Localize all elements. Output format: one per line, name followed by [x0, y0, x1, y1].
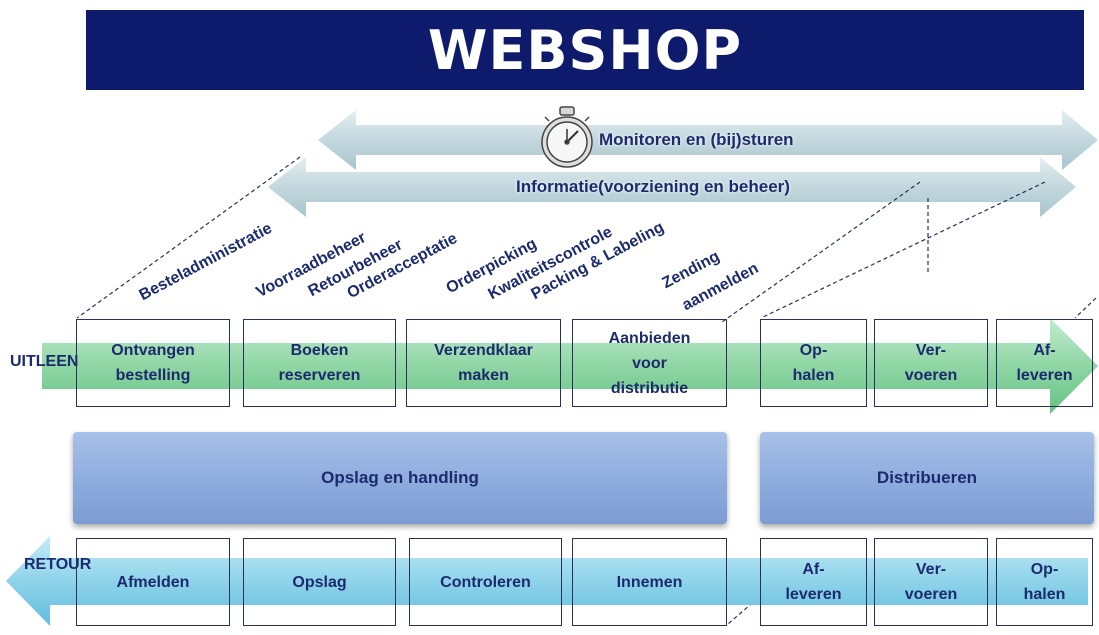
- retour-step: Op- halen: [996, 538, 1093, 626]
- uitleen-step: Aanbieden voor distributie: [572, 319, 727, 407]
- retour-step: Opslag: [243, 538, 396, 626]
- connector-lines: [76, 156, 1097, 625]
- retour-label: RETOUR: [24, 556, 92, 573]
- retour-step: Innemen: [572, 538, 727, 626]
- uitleen-step: Verzendklaar maken: [406, 319, 561, 407]
- retour-arrow: [6, 536, 1088, 626]
- retour-step: Controleren: [409, 538, 562, 626]
- retour-step: Af- leveren: [760, 538, 867, 626]
- title-banner: WEBSHOP: [86, 10, 1084, 90]
- page-title: WEBSHOP: [427, 18, 743, 82]
- stopwatch-icon: [541, 106, 593, 168]
- storage-handling-block: Opslag en handling: [73, 432, 727, 524]
- information-arrow: [268, 157, 1076, 217]
- uitleen-step: Boeken reserveren: [243, 319, 396, 407]
- uitleen-step: Ontvangen bestelling: [76, 319, 230, 407]
- uitleen-step: Op- halen: [760, 319, 867, 407]
- distribution-block: Distribueren: [760, 432, 1094, 524]
- monitoring-arrow: [318, 110, 1098, 170]
- retour-step: Afmelden: [76, 538, 230, 626]
- uitleen-label: UITLEEN: [10, 353, 79, 370]
- monitoring-label: Monitoren en (bij)sturen: [599, 130, 794, 149]
- uitleen-step: Af- leveren: [996, 319, 1093, 407]
- retour-step: Ver- voeren: [874, 538, 988, 626]
- information-label: Informatie(voorziening en beheer): [516, 177, 790, 196]
- uitleen-arrow: [42, 318, 1098, 414]
- uitleen-step: Ver- voeren: [874, 319, 988, 407]
